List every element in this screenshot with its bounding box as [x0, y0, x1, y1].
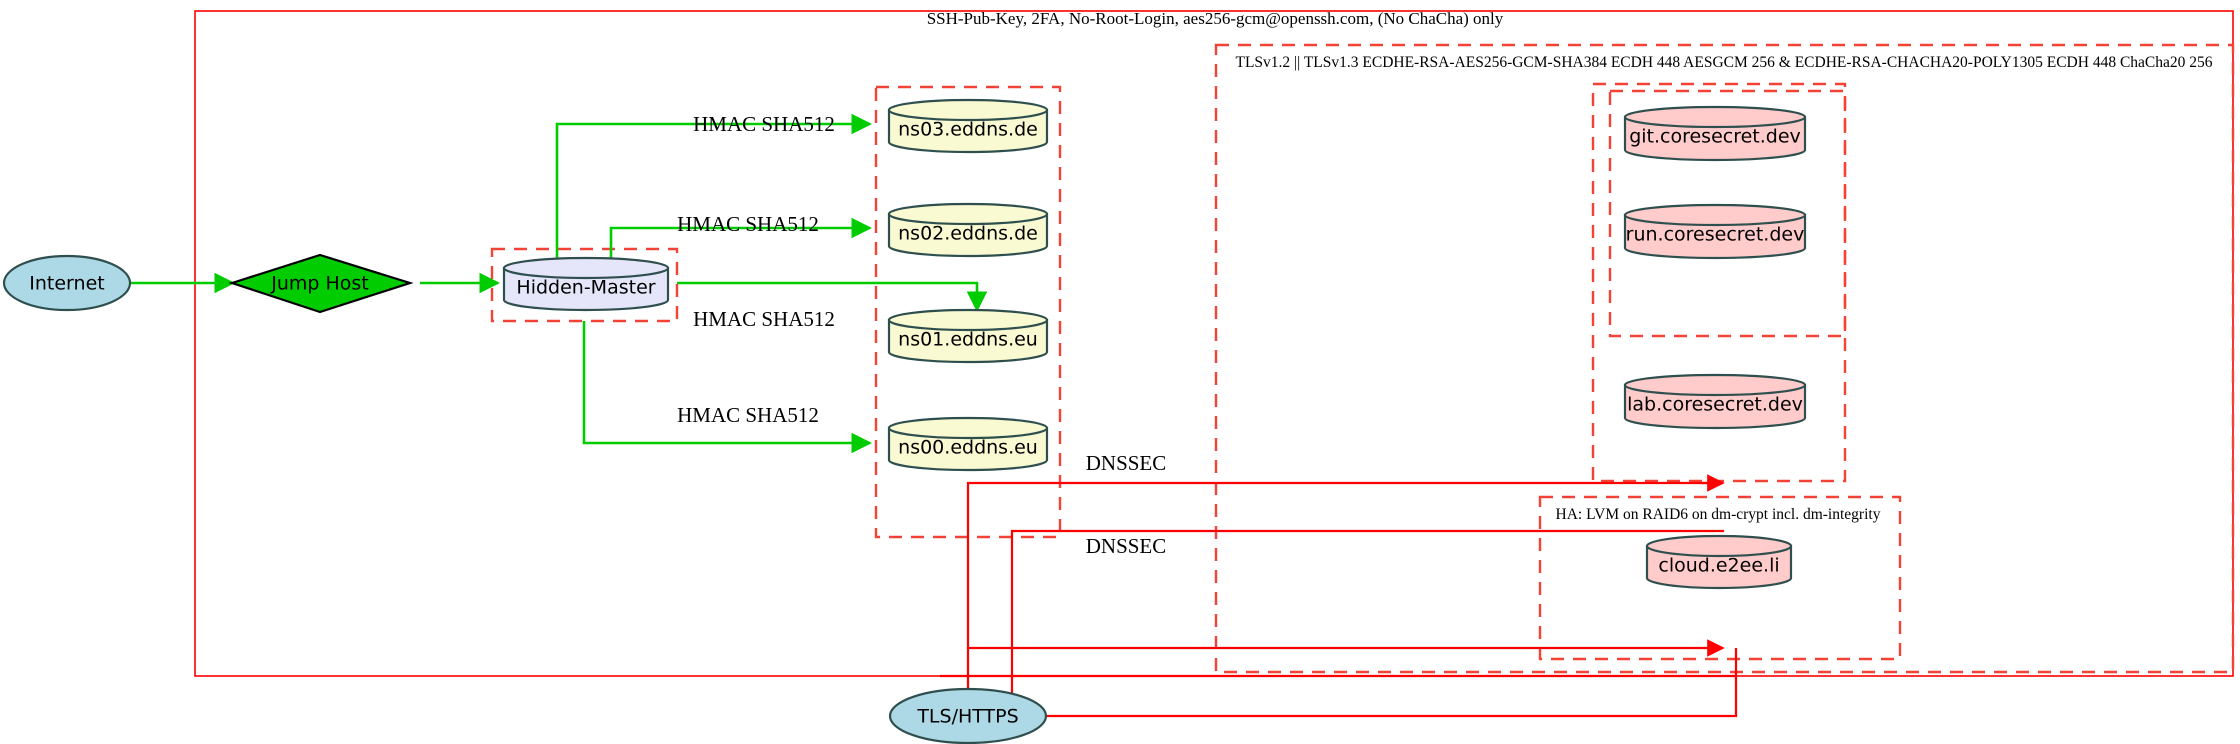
lab-cylinder-body [1623, 383, 1807, 430]
ns02-cylinder-top [887, 202, 1049, 226]
cloud-cylinder-top [1645, 534, 1793, 558]
internet-ellipse-shape [2, 254, 132, 312]
git-cylinder-body [1623, 115, 1807, 162]
ssh-boundary-box [194, 10, 2234, 677]
ns03-cylinder-body [887, 108, 1049, 154]
node-git-coresecret[interactable]: git.coresecret.dev [1623, 105, 1807, 162]
edge-tlshttps-right [1046, 648, 1738, 718]
node-cloud-e2ee[interactable]: cloud.e2ee.li [1645, 534, 1793, 590]
run-cylinder-body [1623, 213, 1807, 260]
edge-label-dnssec-upper: DNSSEC [1086, 451, 1167, 475]
hidden-master-cylinder-top [502, 256, 670, 280]
edge-label-hmac-ns00: HMAC SHA512 [677, 403, 819, 427]
node-jump-host[interactable]: Jump Host [228, 253, 414, 314]
ns03-label: ns03.eddns.de [898, 119, 1038, 141]
cloud-e2ee-label: cloud.e2ee.li [1658, 555, 1779, 577]
tls-boundary-box [1214, 43, 2235, 674]
hidden-master-cylinder-body [502, 266, 670, 312]
edge-label-hmac-ns01: HMAC SHA512 [693, 307, 835, 331]
node-hidden-master[interactable]: Hidden-Master [502, 256, 670, 312]
node-run-coresecret[interactable]: run.coresecret.dev [1623, 203, 1807, 260]
edge-dnssec-lower [1010, 529, 1724, 715]
ns02-label: ns02.eddns.de [898, 223, 1038, 245]
internet-label: Internet [29, 273, 104, 295]
ns00-cylinder-body [887, 426, 1049, 472]
jump-host-label: Jump Host [270, 273, 369, 295]
edge-hiddenmaster-to-ns03 [555, 113, 873, 266]
edge-label-hmac-ns03: HMAC SHA512 [693, 112, 835, 136]
edge-label-dnssec-lower: DNSSEC [1086, 534, 1167, 558]
edge-hiddenmaster-to-ns01 [677, 281, 988, 313]
ns01-label: ns01.eddns.eu [898, 329, 1038, 351]
edge-hiddenmaster-to-ns02 [609, 217, 873, 266]
tls-https-ellipse-shape [888, 687, 1048, 744]
ns03-cylinder-top [887, 98, 1049, 122]
node-ns01[interactable]: ns01.eddns.eu [887, 308, 1049, 364]
node-internet[interactable]: Internet [2, 254, 132, 312]
cloud-cylinder-body [1645, 544, 1793, 590]
ha-cluster-label: HA: LVM on RAID6 on dm-crypt incl. dm-in… [1556, 506, 1881, 523]
jump-host-diamond-shape [228, 253, 414, 314]
ns01-cylinder-top [887, 308, 1049, 332]
tls-https-label: TLS/HTTPS [916, 706, 1018, 728]
tls-boundary-label: TLSv1.2 || TLSv1.3 ECDHE-RSA-AES256-GCM-… [1235, 54, 2212, 71]
lab-coresecret-label: lab.coresecret.dev [1627, 394, 1803, 416]
ns00-cylinder-top [887, 416, 1049, 440]
ns02-cylinder-body [887, 212, 1049, 258]
edge-hiddenmaster-to-ns00 [582, 321, 873, 454]
coresecret-inner-cluster-box [1608, 89, 1847, 338]
node-lab-coresecret[interactable]: lab.coresecret.dev [1623, 373, 1807, 430]
git-coresecret-label: git.coresecret.dev [1629, 126, 1801, 148]
git-cylinder-top [1623, 105, 1807, 129]
ha-cluster-box [1538, 495, 1902, 661]
ns00-label: ns00.eddns.eu [898, 437, 1038, 459]
edge-label-hmac-ns02: HMAC SHA512 [677, 212, 819, 236]
hidden-master-cluster-box [490, 247, 679, 323]
lab-cylinder-top [1623, 373, 1807, 397]
hidden-master-label: Hidden-Master [516, 277, 655, 299]
node-ns02[interactable]: ns02.eddns.de [887, 202, 1049, 258]
run-cylinder-top [1623, 203, 1807, 227]
node-tls-https[interactable]: TLS/HTTPS [888, 687, 1048, 744]
node-ns03[interactable]: ns03.eddns.de [887, 98, 1049, 154]
node-ns00[interactable]: ns00.eddns.eu [887, 416, 1049, 472]
ssh-boundary-label: SSH-Pub-Key, 2FA, No-Root-Login, aes256-… [927, 9, 1504, 28]
ns01-cylinder-body [887, 318, 1049, 364]
run-coresecret-label: run.coresecret.dev [1626, 224, 1805, 246]
